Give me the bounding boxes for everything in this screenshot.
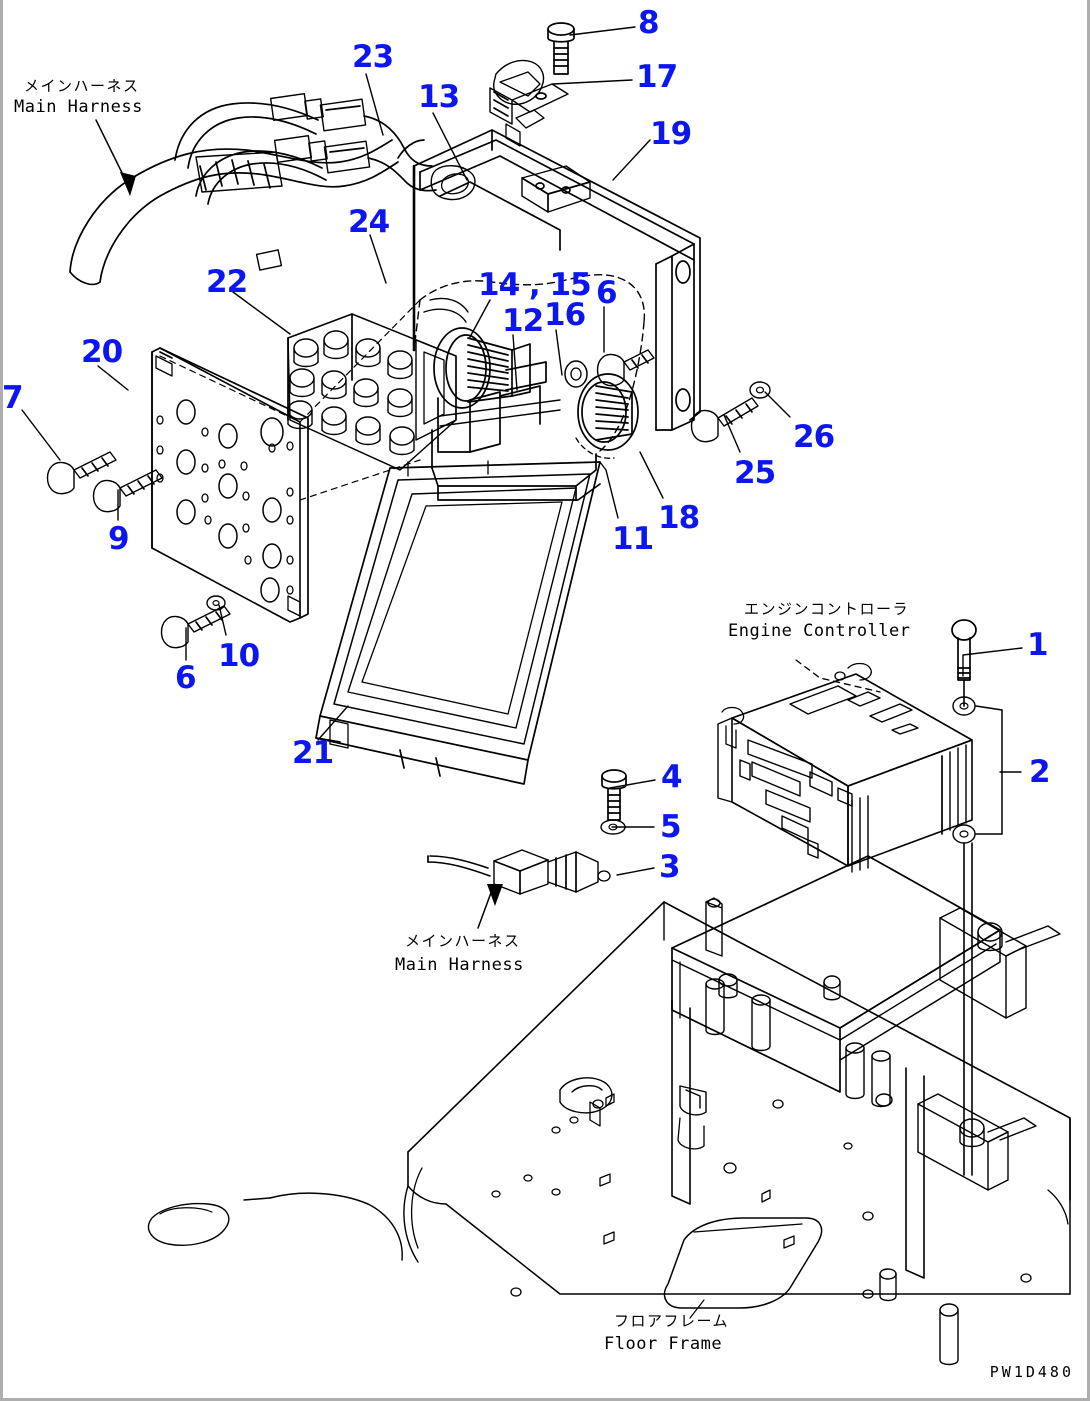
washer-item-16 <box>564 360 588 388</box>
bolt-item-1 <box>951 619 977 681</box>
callout-17: 17 <box>636 59 678 95</box>
bolt-item-25 <box>690 397 759 443</box>
bolt-item-4 <box>601 769 627 821</box>
bolt-item-8 <box>547 22 575 75</box>
leader-line-main-harness-bottom <box>477 889 493 929</box>
leader-line-25 <box>723 414 741 453</box>
bracket-item-17 <box>489 59 569 147</box>
leader-line-7 <box>21 409 61 461</box>
main-harness-upper-cable <box>69 139 399 286</box>
leader-line-1 <box>962 647 1023 677</box>
sheet-bottom-border <box>0 1398 1090 1401</box>
harness-branch-connectors <box>174 93 437 205</box>
engine-controller-label-jp: エンジンコントローラ <box>744 600 910 618</box>
leader-line-21 <box>317 705 349 741</box>
arrowhead-main-harness-top <box>120 172 136 196</box>
callout-5: 5 <box>660 809 682 845</box>
main-harness-bottom-label-jp: メインハーネス <box>405 932 521 950</box>
callout-24: 24 <box>348 204 390 240</box>
bolt-item-6-lower <box>160 605 231 649</box>
callout-10: 10 <box>218 638 260 674</box>
drawing-number: PW1D480 <box>989 1363 1074 1381</box>
callout-3: 3 <box>659 849 681 885</box>
sheet-right-border <box>1087 0 1090 1401</box>
main-harness-top-label-en: Main Harness <box>14 97 143 117</box>
main-harness-bottom-label-en: Main Harness <box>395 955 524 975</box>
leader-line-24 <box>369 234 387 284</box>
callout-18: 18 <box>658 500 700 536</box>
washer-item-26 <box>749 381 771 399</box>
callout-22: 22 <box>206 264 248 300</box>
callout-14: 14 , 15 <box>478 267 592 303</box>
leader-line-20 <box>97 365 129 391</box>
leader-line-8 <box>569 26 636 36</box>
leader-line-4 <box>609 779 656 789</box>
callout-25: 25 <box>734 455 776 491</box>
leader-line-17 <box>552 79 633 85</box>
bolt-item-9 <box>92 469 163 513</box>
callout-23: 23 <box>352 39 394 75</box>
callout-26: 26 <box>793 419 835 455</box>
sheet-left-border <box>0 0 3 1401</box>
engine-controller-unit <box>717 662 1003 1176</box>
grommet-item-18 <box>575 373 639 459</box>
display-bezel-frame <box>315 460 607 785</box>
leader-line-23 <box>365 73 384 136</box>
floor-frame-assembly <box>147 855 1071 1366</box>
leader-line-14 <box>469 299 491 338</box>
main-harness-top-label-jp: メインハーネス <box>24 77 140 95</box>
callout-8: 8 <box>638 5 660 41</box>
callout-16: 16 <box>544 297 586 333</box>
callout-6b: 6 <box>175 660 197 696</box>
callout-2: 2 <box>1029 754 1051 790</box>
callout-6: 6 <box>596 275 618 311</box>
leader-line-18 <box>639 451 664 499</box>
leader-line-19 <box>612 139 651 181</box>
callout-21: 21 <box>292 735 334 771</box>
bolt-item-6-box <box>596 349 655 387</box>
callout-19: 19 <box>650 116 692 152</box>
callout-13: 13 <box>418 79 460 115</box>
leader-line-10 <box>218 604 227 636</box>
callout-12: 12 <box>502 303 544 339</box>
harness-connector-item-3 <box>427 849 611 906</box>
callout-9: 9 <box>108 521 130 557</box>
callout-20: 20 <box>81 334 123 370</box>
leader-line-11 <box>605 469 619 519</box>
floor-frame-label-jp: フロアフレーム <box>614 1312 730 1330</box>
perforated-mounting-plate <box>151 299 421 623</box>
bolt-item-7 <box>46 451 117 495</box>
engine-controller-label-en: Engine Controller <box>728 621 911 641</box>
leader-line-13 <box>432 112 468 181</box>
callout-11: 11 <box>612 521 654 557</box>
washer-item-10 <box>206 595 226 611</box>
leader-line-16 <box>555 329 563 376</box>
controller-box-housing <box>412 129 701 501</box>
callout-1: 1 <box>1027 627 1049 663</box>
callout-4: 4 <box>661 759 683 795</box>
leader-line-12 <box>512 334 518 391</box>
relay-fuse-block <box>287 313 457 471</box>
floor-frame-label-en: Floor Frame <box>604 1334 723 1354</box>
callout-7: 7 <box>2 380 24 416</box>
leader-line-26 <box>764 391 791 418</box>
leader-line-engine-controller <box>795 659 881 693</box>
leader-line-22 <box>232 291 291 335</box>
leader-line-3 <box>616 867 655 876</box>
solenoid-actuator <box>423 297 561 453</box>
